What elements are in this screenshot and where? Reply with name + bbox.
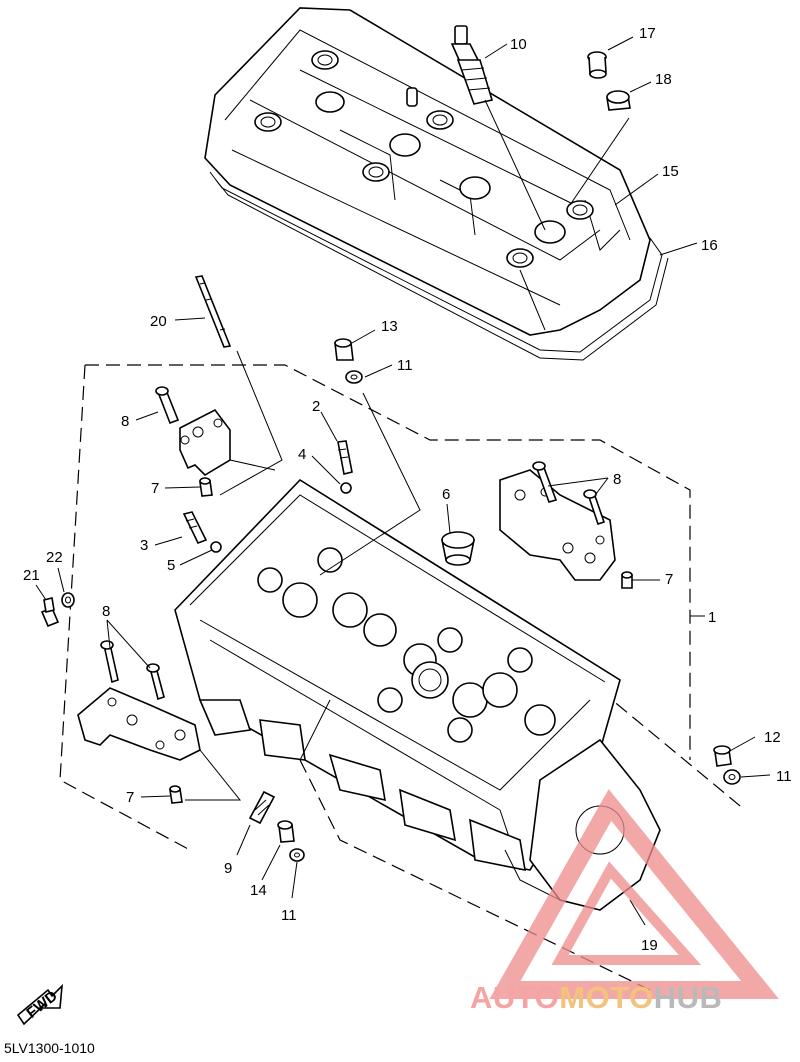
dowel-7a [199, 477, 213, 497]
washer-top [345, 370, 363, 384]
callout-11-bottom: 11 [281, 907, 297, 924]
fwd-arrow-icon: FWD [16, 983, 63, 1026]
callout-13: 13 [381, 318, 398, 335]
callout-7-left-bottom: 7 [126, 789, 134, 806]
camshaft-cap-left-bottom [77, 640, 201, 761]
valve-guide-2 [337, 440, 353, 475]
callout-11-right: 11 [776, 768, 792, 785]
stud-bolt [194, 275, 232, 348]
callout-4: 4 [298, 446, 306, 463]
valve-guide-3 [182, 511, 208, 545]
spark-plug [450, 25, 494, 105]
callout-12: 12 [764, 729, 781, 746]
watermark-part-auto: AUTO [470, 980, 560, 1015]
cylinder-head-cover [204, 7, 651, 336]
nut-12 [713, 745, 732, 767]
stud-9 [248, 790, 276, 825]
callout-5: 5 [167, 557, 175, 574]
washer-11-right [723, 769, 741, 785]
callout-22: 22 [46, 549, 63, 566]
plug-seal [441, 531, 475, 566]
diagram-code: 5LV1300-1010 [4, 1040, 95, 1056]
callout-2: 2 [312, 398, 320, 415]
dowel-7b [169, 785, 183, 804]
dowel-pin [334, 338, 354, 361]
dowel-7c [621, 571, 633, 589]
assembly-outline [59, 364, 746, 991]
cover-gasket [209, 171, 669, 361]
watermark-part-moto: MOTO [559, 980, 654, 1015]
watermark-text: AUTOMOTOHUB [470, 980, 722, 1016]
watermark-logo-triangle [489, 789, 779, 999]
bolt-21 [40, 597, 60, 628]
callout-14: 14 [250, 882, 267, 899]
callout-21: 21 [23, 567, 40, 584]
washer-11-bottom [289, 848, 305, 862]
callout-17: 17 [639, 25, 656, 42]
callout-7-left-top: 7 [151, 480, 159, 497]
watermark-part-hub: HUB [653, 980, 723, 1015]
callout-8-left-bottom: 8 [102, 603, 110, 620]
camshaft-cap-right [499, 461, 616, 581]
callout-6: 6 [442, 486, 450, 503]
leader-lines [35, 36, 771, 926]
callout-7-right: 7 [665, 571, 673, 588]
callout-8-right: 8 [613, 471, 621, 488]
callout-16: 16 [701, 237, 718, 254]
washer-22 [61, 592, 75, 608]
callout-11-top: 11 [397, 357, 413, 374]
callout-19: 19 [641, 937, 658, 954]
clip-4 [340, 482, 352, 494]
cover-bolt [587, 51, 607, 79]
callout-3: 3 [140, 537, 148, 554]
callout-18: 18 [655, 71, 672, 88]
callout-1: 1 [708, 609, 716, 626]
callout-labels: 1 2 3 4 5 6 7 7 7 8 8 8 9 10 11 11 11 12… [23, 25, 792, 954]
callout-15: 15 [662, 163, 679, 180]
callout-10: 10 [510, 36, 527, 53]
clip-5 [210, 541, 222, 553]
callout-20: 20 [150, 313, 167, 330]
dowel-14 [277, 820, 295, 843]
camshaft-cap-left-top [155, 386, 231, 477]
cover-washer [606, 90, 631, 111]
callout-9: 9 [224, 860, 232, 877]
callout-8-left-top: 8 [121, 413, 129, 430]
